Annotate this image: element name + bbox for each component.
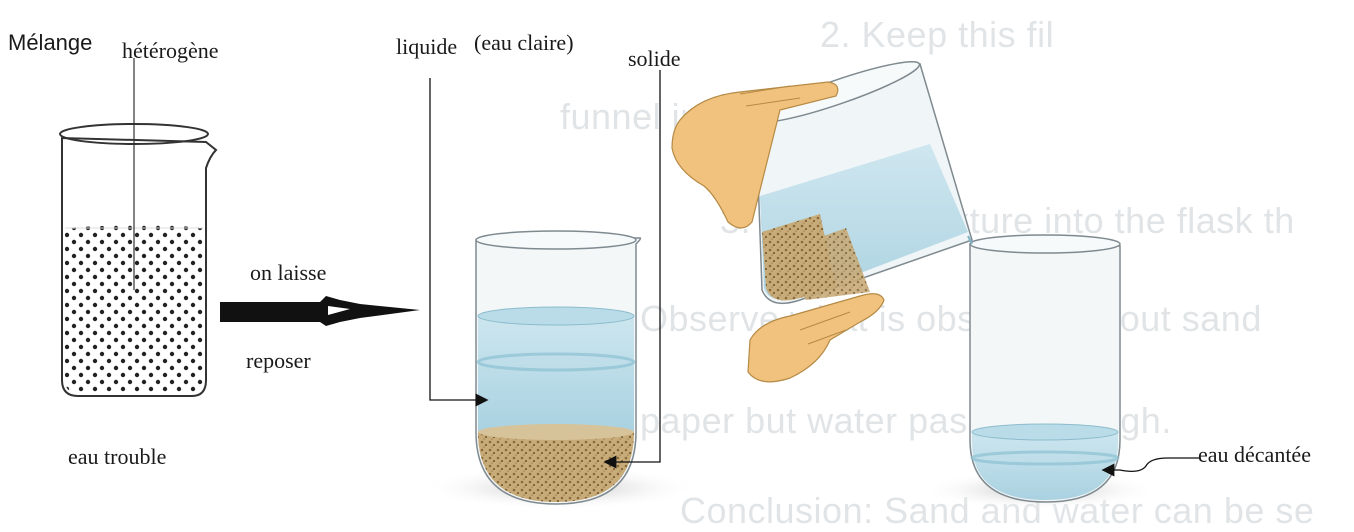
label-reposer: reposer — [246, 350, 311, 372]
label-liquide: liquide — [396, 36, 457, 58]
label-eau-claire: (eau claire) — [474, 32, 574, 54]
beaker-mixture — [60, 124, 216, 396]
label-on-laisse: on laisse — [250, 262, 326, 284]
label-eau-decantee: eau décantée — [1198, 444, 1311, 466]
beaker-decanted — [970, 235, 1120, 502]
beaker-settled — [476, 231, 641, 504]
label-eau-trouble: eau trouble — [68, 446, 166, 468]
reposer-arrow — [220, 296, 420, 326]
label-heterogene: hétérogène — [122, 40, 219, 62]
label-solide: solide — [628, 48, 681, 70]
label-melange: Mélange — [8, 32, 92, 54]
